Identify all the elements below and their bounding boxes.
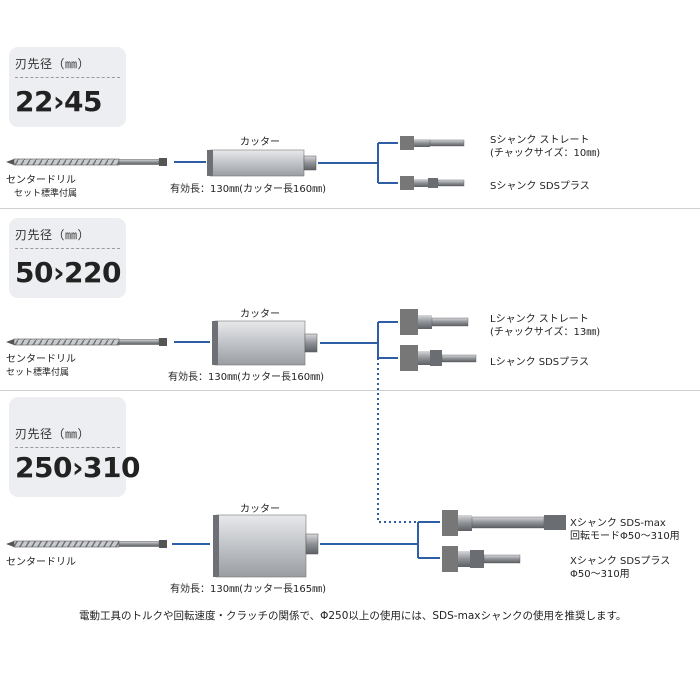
badge-divider [15,248,120,249]
dotted-connector [377,358,440,523]
l-shank-sds-icon [400,345,477,371]
effective-length: 有効長：130㎜(カッター長160㎜) [168,372,324,383]
section-22-45: 刃先径（㎜） 22›45 カッター センタードリル セット標準付属 有効長：13… [0,0,700,210]
core-cutter-icon [213,514,319,578]
diameter-label: 刃先径（㎜） [15,228,91,242]
center-drill-icon [6,158,167,166]
diameter-value: 250›310 [15,451,140,484]
shank-label-1: Xシャンク SDS-max [570,518,666,529]
diameter-badge: 刃先径（㎜） 250›310 [9,397,140,497]
section-250-310: 刃先径（㎜） 250›310 カッター センタードリル 有効長：130㎜(カッタ… [6,397,680,595]
center-drill-icon [6,338,167,346]
shank-label-1-sub: (チャックサイズ：10㎜) [490,148,601,159]
badge-divider [15,77,120,78]
connector-branch [320,321,398,359]
s-shank-straight-icon [400,136,465,150]
center-drill-note: セット標準付属 [14,189,78,199]
section-divider [0,208,700,209]
l-shank-straight-icon [400,309,469,335]
diameter-label: 刃先径（㎜） [15,57,91,71]
diameter-value: 22›45 [15,85,102,118]
diameter-label: 刃先径（㎜） [15,427,91,441]
core-cutter-icon [207,149,317,177]
diameter-value: 50›220 [15,256,121,289]
cutter-label: カッター [240,137,280,148]
footnote: 電動工具のトルクや回転速度・クラッチの関係で、Φ250以上の使用には、SDS-m… [79,610,627,622]
effective-length: 有効長：130㎜(カッター長165㎜) [170,584,326,595]
badge-divider [15,447,120,448]
connector-branch [320,521,440,559]
center-drill-label: センタードリル [6,175,76,186]
s-shank-sds-icon [400,176,465,190]
cutter-label: カッター [240,504,280,515]
center-drill-icon [6,540,167,548]
shank-label-1: Lシャンク ストレート [490,314,589,325]
effective-length: 有効長：130㎜(カッター長160㎜) [170,184,326,195]
center-drill-label: センタードリル [6,557,76,568]
shank-label-2-sub: Φ50～310用 [570,569,630,580]
center-drill-label: センタードリル [6,354,76,365]
section-50-220: 刃先径（㎜） 50›220 カッター センタードリル セット標準付属 有効長：1… [0,218,700,391]
cutter-label: カッター [240,309,280,320]
x-shank-sds-max-icon [442,510,566,536]
shank-label-2: Sシャンク SDSプラス [490,181,590,192]
section-divider [0,390,700,391]
shank-label-1-sub: 回転モードΦ50～310用 [570,531,680,542]
diameter-badge: 刃先径（㎜） 50›220 [9,218,126,298]
core-cutter-icon [212,320,318,366]
shank-label-1-sub: (チャックサイズ：13㎜) [490,327,601,338]
x-shank-sds-plus-icon [442,546,521,572]
diameter-badge: 刃先径（㎜） 22›45 [9,47,126,127]
shank-label-2: Xシャンク SDSプラス [570,556,671,567]
connector-branch [318,142,398,184]
shank-label-1: Sシャンク ストレート [490,135,590,146]
center-drill-note: セット標準付属 [6,368,70,378]
shank-label-2: Lシャンク SDSプラス [490,357,589,368]
